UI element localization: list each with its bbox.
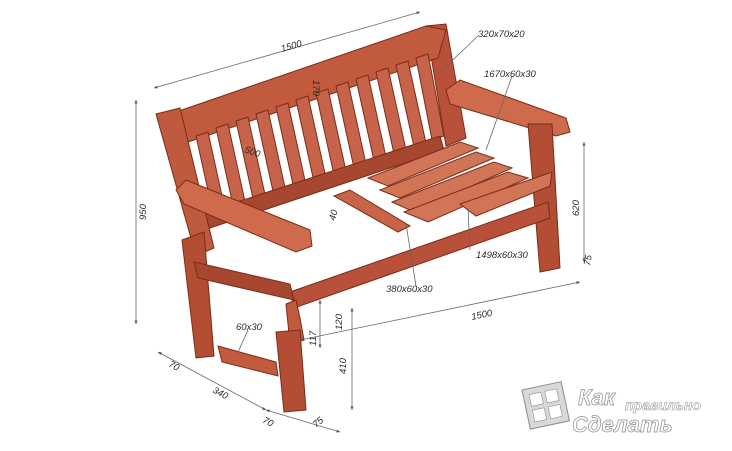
foot-rail <box>217 345 279 377</box>
watermark: Как правильно Сделать <box>521 381 702 437</box>
left-armrest <box>175 179 313 253</box>
left-seat-rail <box>193 261 295 301</box>
label-back-depth: 500 <box>243 144 262 160</box>
label-leg-depth: 75 <box>311 415 327 431</box>
label-back-slat-section: 320x70x20 <box>478 29 525 40</box>
bench <box>155 23 571 413</box>
label-backrest-height: 170 <box>310 80 321 97</box>
label-seat-center-bar: 40 <box>327 208 341 222</box>
label-seat-slat-section: 1498x60x30 <box>476 250 528 261</box>
front-right-leg <box>275 329 307 413</box>
label-stretcher-height: 120 <box>334 313 345 330</box>
label-leg-width-front: 70 <box>261 415 276 430</box>
label-stretcher-offset: 117 <box>308 330 319 346</box>
seat-slats <box>366 141 553 223</box>
label-leg-spacing: 340 <box>211 385 231 402</box>
watermark-line3: Сделать <box>572 412 673 437</box>
label-arm-post-width: 75 <box>582 253 595 266</box>
label-armrest-height: 620 <box>571 199 582 216</box>
watermark-logo-icon <box>521 381 571 430</box>
label-top-length: 1500 <box>280 38 304 55</box>
right-armrest <box>445 79 571 137</box>
dimension-lines <box>134 11 586 433</box>
label-bottom-length: 1500 <box>470 308 494 323</box>
label-overall-height: 950 <box>138 203 149 220</box>
center-seat-bar <box>332 189 412 233</box>
label-leg-width-back: 70 <box>167 359 182 374</box>
right-front-post <box>527 123 561 273</box>
front-left-leg <box>181 231 215 359</box>
watermark-line2: правильно <box>625 397 701 413</box>
label-seat-height: 410 <box>338 357 349 374</box>
watermark-line1: Как <box>578 385 617 410</box>
label-foot-section: 60x30 <box>236 322 263 333</box>
label-armrest-section: 1670x60x30 <box>484 69 536 80</box>
label-rail-section: 380x60x30 <box>386 284 433 295</box>
